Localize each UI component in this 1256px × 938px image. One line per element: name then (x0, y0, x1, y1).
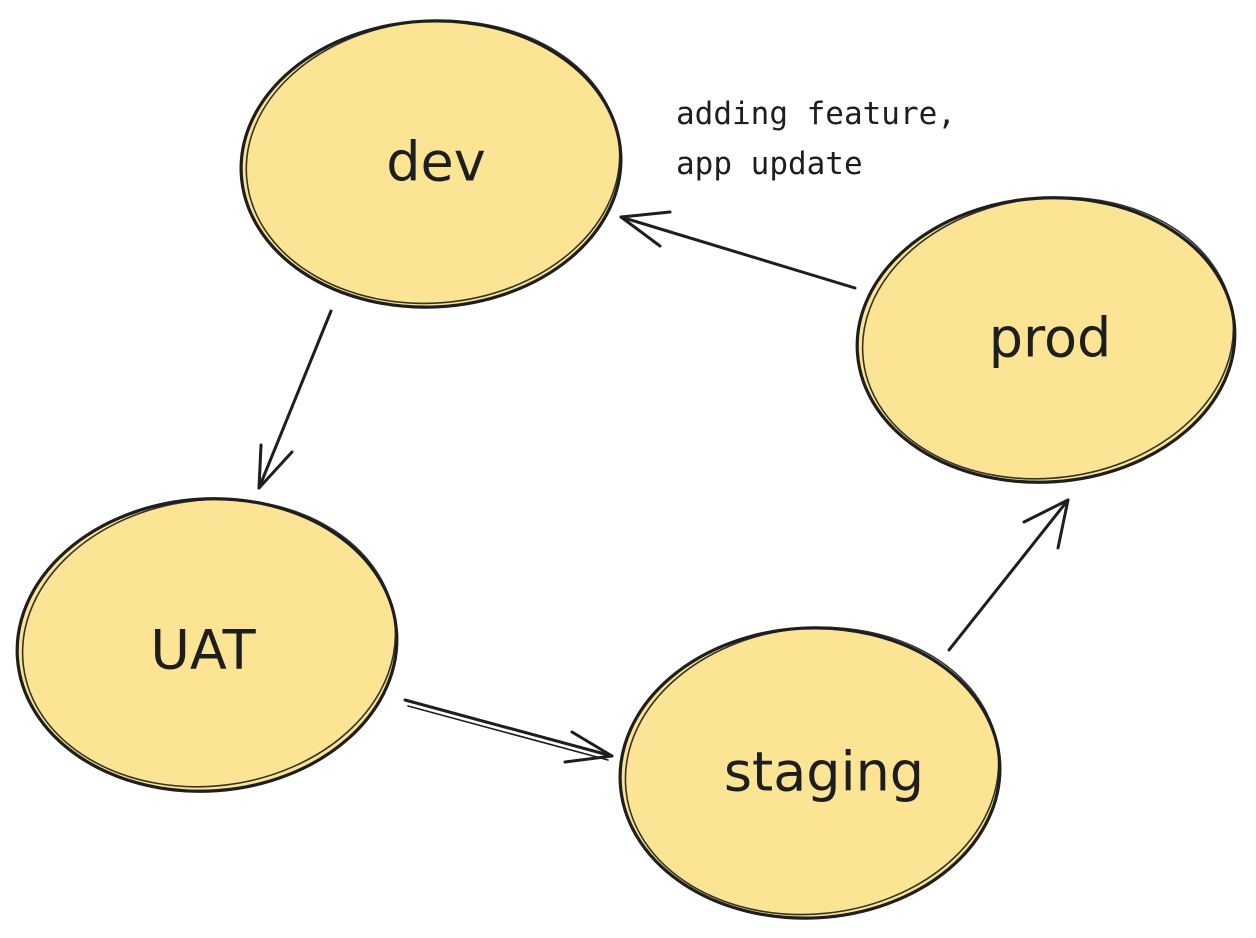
edge-dev-to-uat-line (257, 309, 333, 490)
node-uat-outline (21, 498, 397, 788)
annotation-line-1: adding feature, (676, 96, 956, 132)
node-staging[interactable]: staging (611, 609, 1013, 933)
edge-staging-to-prod (947, 498, 1070, 652)
edge-uat-to-staging-line-2 (407, 705, 609, 761)
node-prod[interactable]: prod (846, 176, 1249, 499)
annotation-note: adding feature, app update (676, 96, 956, 182)
node-staging-label: staging (724, 741, 924, 804)
edge-staging-to-prod-arrowhead (1022, 498, 1070, 550)
edge-uat-to-staging (403, 698, 614, 764)
edge-uat-to-staging-line (403, 698, 614, 758)
node-prod-outline (861, 196, 1235, 480)
node-dev[interactable]: dev (234, 5, 632, 319)
edge-prod-to-dev-line (619, 215, 857, 290)
node-uat[interactable]: UAT (6, 478, 412, 807)
edge-dev-to-uat (257, 309, 333, 490)
node-uat-label: UAT (150, 619, 256, 682)
edge-prod-to-dev-arrowhead (619, 210, 672, 248)
annotation-line-2: app update (676, 146, 863, 182)
node-prod-label: prod (989, 307, 1112, 370)
edge-prod-to-dev (619, 210, 857, 290)
node-dev-outline (245, 19, 621, 305)
node-uat-shape (15, 497, 399, 793)
edge-staging-to-prod-line (947, 498, 1070, 652)
edge-dev-to-uat-arrowhead (257, 443, 294, 490)
node-dev-label: dev (386, 131, 485, 194)
node-staging-outline (624, 626, 1000, 916)
edge-uat-to-staging-arrowhead (563, 730, 614, 764)
